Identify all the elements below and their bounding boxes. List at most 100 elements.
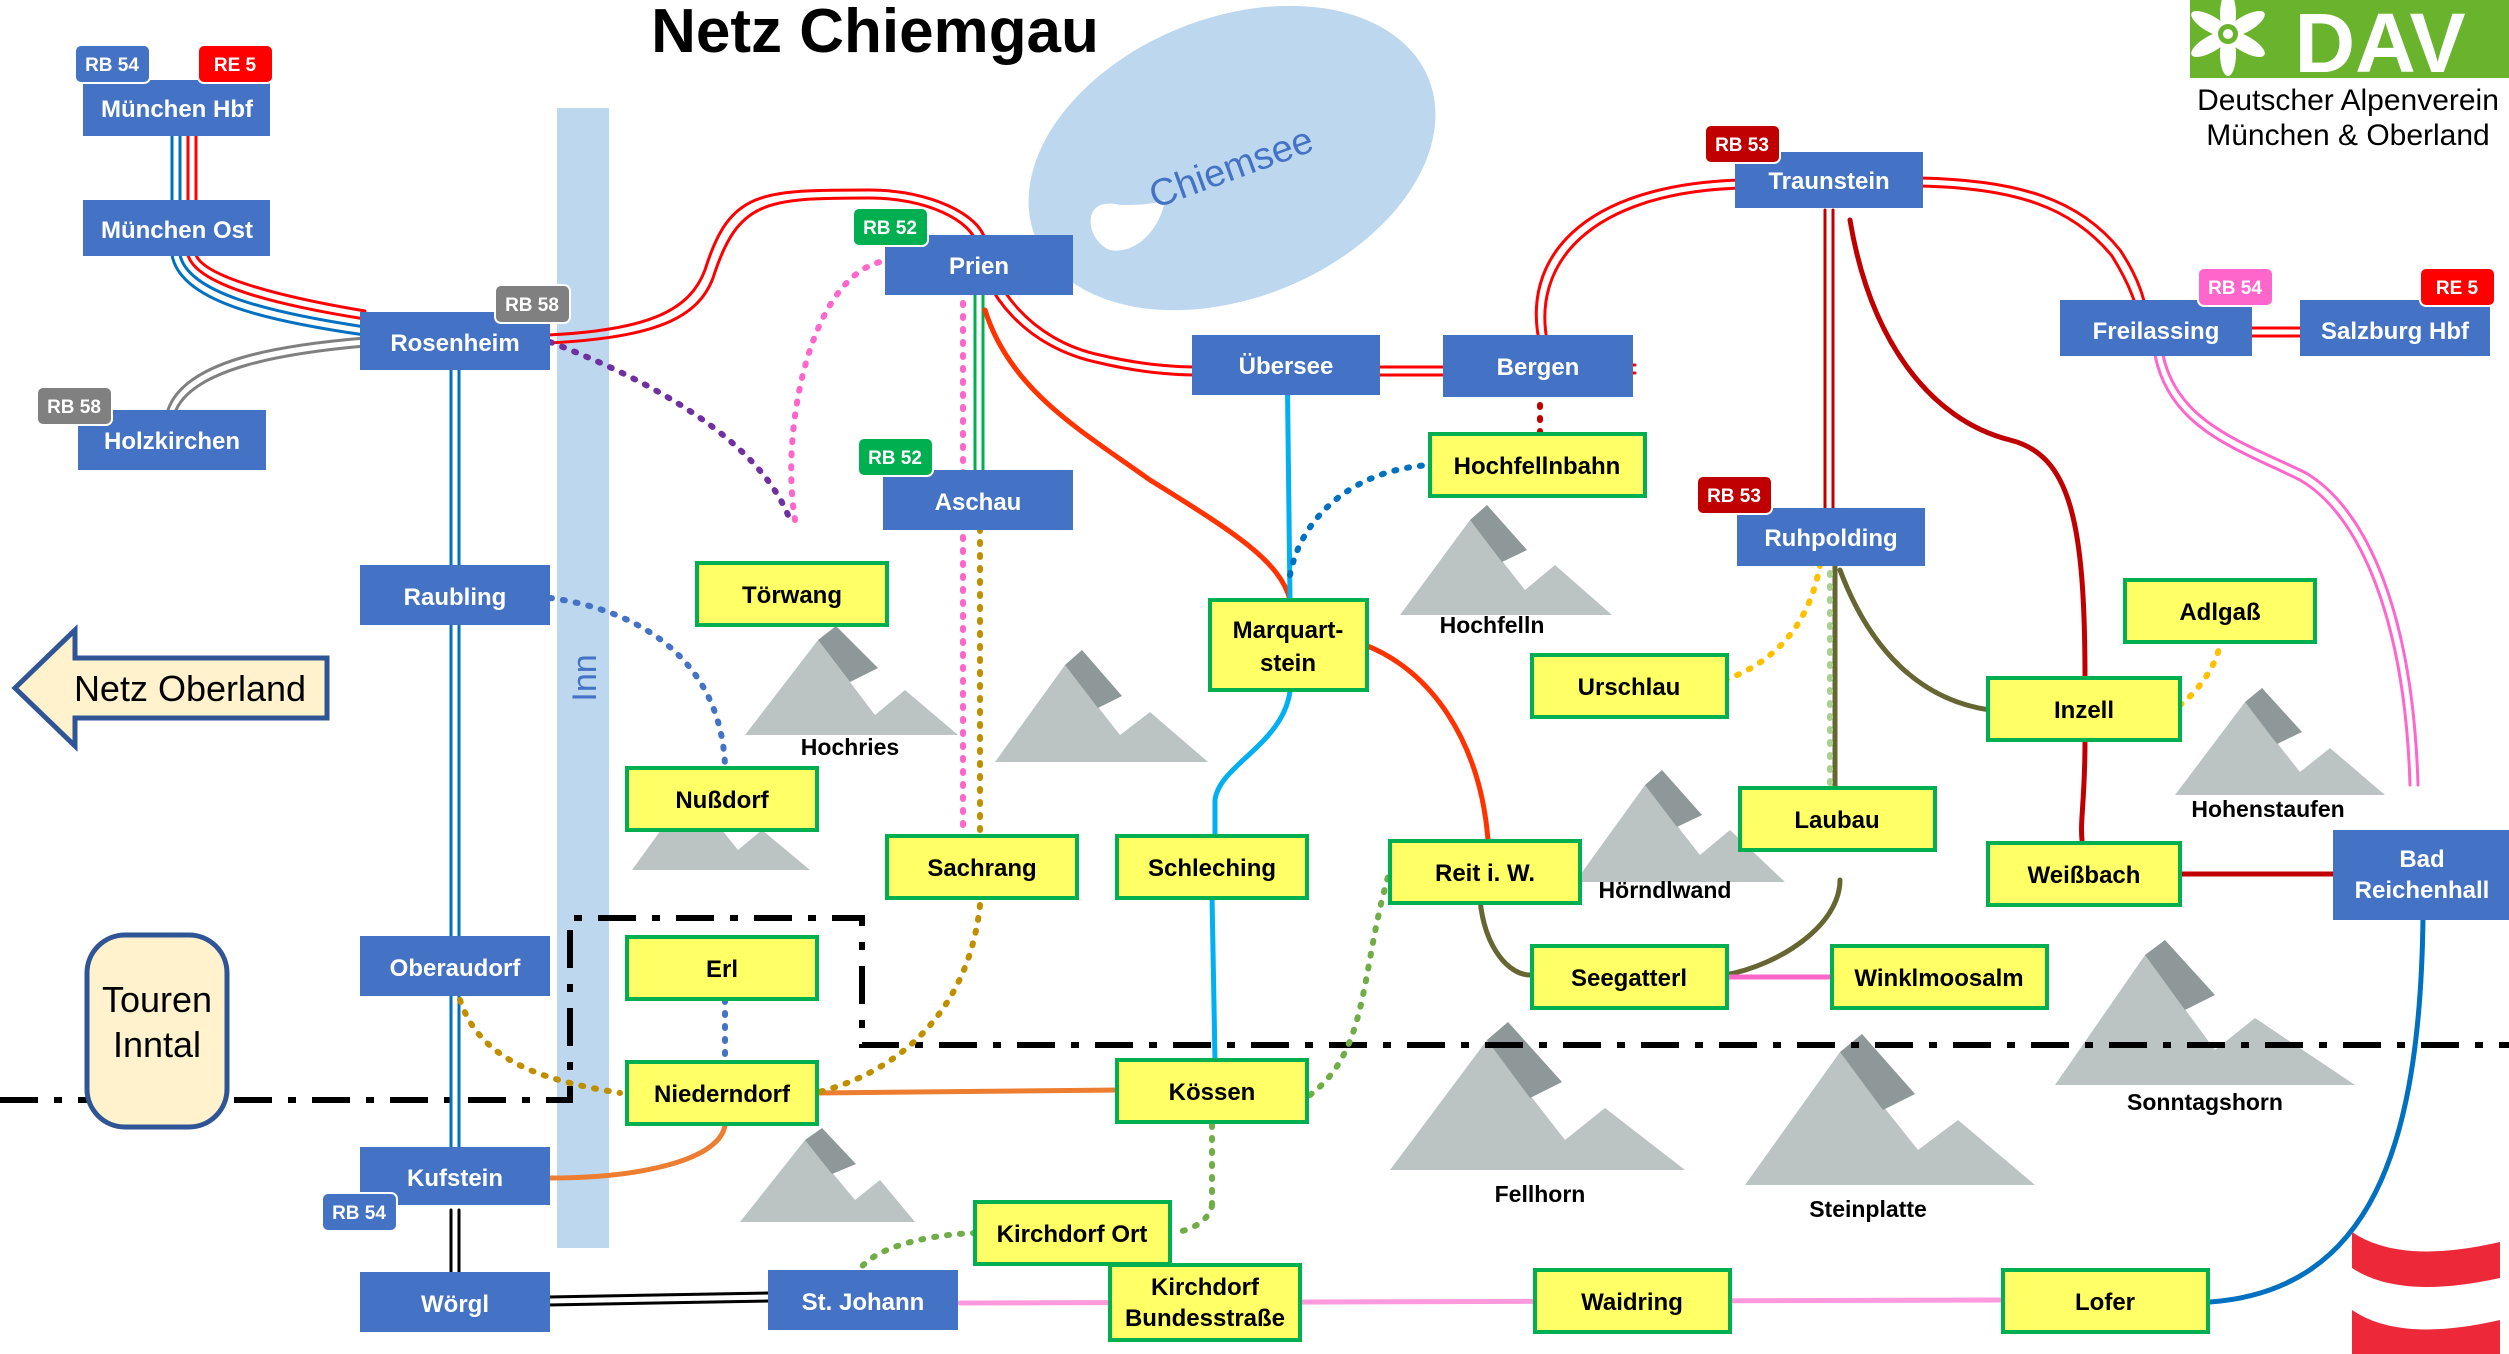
- stop-label: Nußdorf: [675, 787, 769, 814]
- mountain-label-steinplatte: Steinplatte: [1809, 1196, 1927, 1222]
- station-muenchen-ost[interactable]: München Ost: [83, 200, 270, 256]
- badge-label: RB 53: [1707, 486, 1761, 507]
- mountain-icon: [740, 1128, 915, 1222]
- stop-schleching[interactable]: Schleching: [1115, 834, 1309, 900]
- station-label: St. Johann: [802, 1289, 925, 1316]
- stop-label-line2: stein: [1260, 650, 1316, 677]
- stop-label: Lofer: [2075, 1289, 2135, 1316]
- touren-inntal-button[interactable]: Touren Inntal: [84, 932, 230, 1130]
- mountain-icon: [2055, 940, 2355, 1085]
- map-title: Netz Chiemgau: [651, 0, 1099, 66]
- station-st-johann[interactable]: St. Johann: [768, 1270, 958, 1330]
- station-holzkirchen[interactable]: Holzkirchen: [78, 410, 266, 470]
- stop-nussdorf[interactable]: Nußdorf: [625, 766, 819, 832]
- badge-rb53: RB 53: [1704, 124, 1781, 164]
- line-rb58: [166, 336, 367, 412]
- stop-koessen[interactable]: Kössen: [1115, 1058, 1309, 1124]
- mountain-label-hochfelln: Hochfelln: [1440, 612, 1545, 638]
- stop-label-line1: Marquart-: [1233, 617, 1344, 644]
- austria-flag-icon: [2352, 1232, 2500, 1354]
- station-uebersee[interactable]: Übersee: [1192, 335, 1380, 395]
- stop-lofer[interactable]: Lofer: [2001, 1268, 2210, 1334]
- badge-label: RB 54: [332, 1203, 386, 1224]
- stop-label: Kössen: [1169, 1079, 1256, 1106]
- stop-inzell[interactable]: Inzell: [1986, 676, 2182, 742]
- line-tirol: [449, 1208, 772, 1307]
- station-label: Oberaudorf: [390, 955, 522, 982]
- border-lines: [0, 915, 2509, 1103]
- mountain-icon: [995, 650, 1208, 762]
- stop-urschlau[interactable]: Urschlau: [1530, 653, 1729, 719]
- badge-rb54: RB 54: [74, 44, 151, 84]
- mountain-label-sonntagshorn: Sonntagshorn: [2127, 1089, 2283, 1115]
- badge-rb52: RB 52: [857, 437, 934, 477]
- station-label: Kufstein: [407, 1165, 503, 1192]
- badge-rb54: RB 54: [2197, 267, 2274, 307]
- line-rb52: [973, 286, 985, 472]
- stop-waidring[interactable]: Waidring: [1533, 1268, 1732, 1334]
- stop-label: Seegatterl: [1571, 965, 1687, 992]
- line-inn: [449, 363, 461, 1152]
- station-muenchen-hbf[interactable]: München Hbf: [83, 80, 270, 136]
- netz-oberland-arrow[interactable]: Netz Oberland: [11, 624, 330, 752]
- stop-laubau[interactable]: Laubau: [1738, 786, 1937, 852]
- mountain-icon: [1400, 505, 1612, 615]
- stop-erl[interactable]: Erl: [625, 935, 819, 1001]
- line-main: [546, 176, 2307, 377]
- stop-label: Kirchdorf Ort: [997, 1221, 1148, 1248]
- station-label: München Hbf: [101, 96, 254, 123]
- station-label: Freilassing: [2093, 318, 2220, 345]
- station-freilassing[interactable]: Freilassing: [2060, 300, 2252, 356]
- station-label: Bergen: [1497, 354, 1580, 381]
- station-label: Übersee: [1239, 353, 1334, 380]
- stop-reit[interactable]: Reit i. W.: [1388, 839, 1582, 905]
- station-label-line2: Reichenhall: [2355, 877, 2490, 904]
- stop-sachrang[interactable]: Sachrang: [885, 834, 1079, 900]
- stop-label: Urschlau: [1578, 674, 1681, 701]
- stop-seegatterl[interactable]: Seegatterl: [1530, 944, 1729, 1010]
- station-label: Wörgl: [421, 1291, 489, 1318]
- stations: München Hbf München Ost Rosenheim Holzki…: [78, 80, 2509, 1332]
- bus-lines: [547, 217, 2426, 1306]
- stop-kirchdorf-ort[interactable]: Kirchdorf Ort: [973, 1200, 1172, 1266]
- badge-label: RB 58: [505, 295, 559, 316]
- stop-niederndorf[interactable]: Niederndorf: [625, 1060, 819, 1126]
- mountain-label-hohenstaufen: Hohenstaufen: [2191, 796, 2344, 822]
- stop-kirchdorf-bundesstrasse[interactable]: Kirchdorf Bundesstraße: [1108, 1263, 1302, 1342]
- station-rosenheim[interactable]: Rosenheim: [360, 312, 550, 370]
- mountain-label-fellhorn: Fellhorn: [1495, 1181, 1586, 1207]
- stop-marquartstein[interactable]: Marquart- stein: [1208, 598, 1369, 692]
- touren-label-line2: Inntal: [113, 1024, 201, 1065]
- stop-winklmoosalm[interactable]: Winklmoosalm: [1830, 944, 2049, 1010]
- station-oberaudorf[interactable]: Oberaudorf: [360, 936, 550, 996]
- dav-logo: DAV Deutscher Alpenverein München & Ober…: [2190, 0, 2509, 152]
- logo-line1: Deutscher Alpenverein: [2197, 84, 2499, 117]
- edelweiss-icon: [2191, 0, 2265, 76]
- stop-label: Winklmoosalm: [1854, 965, 2023, 992]
- stop-adlgass[interactable]: Adlgaß: [2123, 578, 2317, 644]
- station-label: Holzkirchen: [104, 428, 240, 455]
- stop-hochfellnbahn[interactable]: Hochfellnbahn: [1428, 432, 1647, 498]
- station-raubling[interactable]: Raubling: [360, 565, 550, 625]
- badge-label: RE 5: [214, 55, 257, 76]
- mountain-icon: [1390, 1022, 1685, 1170]
- badge-label: RB 52: [868, 448, 922, 469]
- lake-chiemsee: Chiemsee: [1028, 5, 1436, 311]
- stop-label-line1: Kirchdorf: [1151, 1274, 1260, 1301]
- station-label: Ruhpolding: [1764, 525, 1897, 552]
- stop-toerwang[interactable]: Törwang: [695, 561, 889, 627]
- station-bergen[interactable]: Bergen: [1443, 335, 1633, 397]
- station-ruhpolding[interactable]: Ruhpolding: [1737, 508, 1925, 566]
- station-bad-reichenhall[interactable]: Bad Reichenhall: [2333, 830, 2509, 920]
- river-label: Inn: [566, 654, 604, 701]
- stop-weissbach[interactable]: Weißbach: [1986, 841, 2182, 907]
- station-woergl[interactable]: Wörgl: [360, 1272, 550, 1332]
- station-salzburg-hbf[interactable]: Salzburg Hbf: [2300, 300, 2490, 356]
- badge-label: RB 58: [47, 397, 101, 418]
- badge-rb58: RB 58: [494, 284, 571, 324]
- mountain-icon: [745, 626, 958, 735]
- station-label-line1: Bad: [2399, 846, 2444, 873]
- station-aschau[interactable]: Aschau: [883, 470, 1073, 530]
- stop-label: Reit i. W.: [1435, 860, 1535, 887]
